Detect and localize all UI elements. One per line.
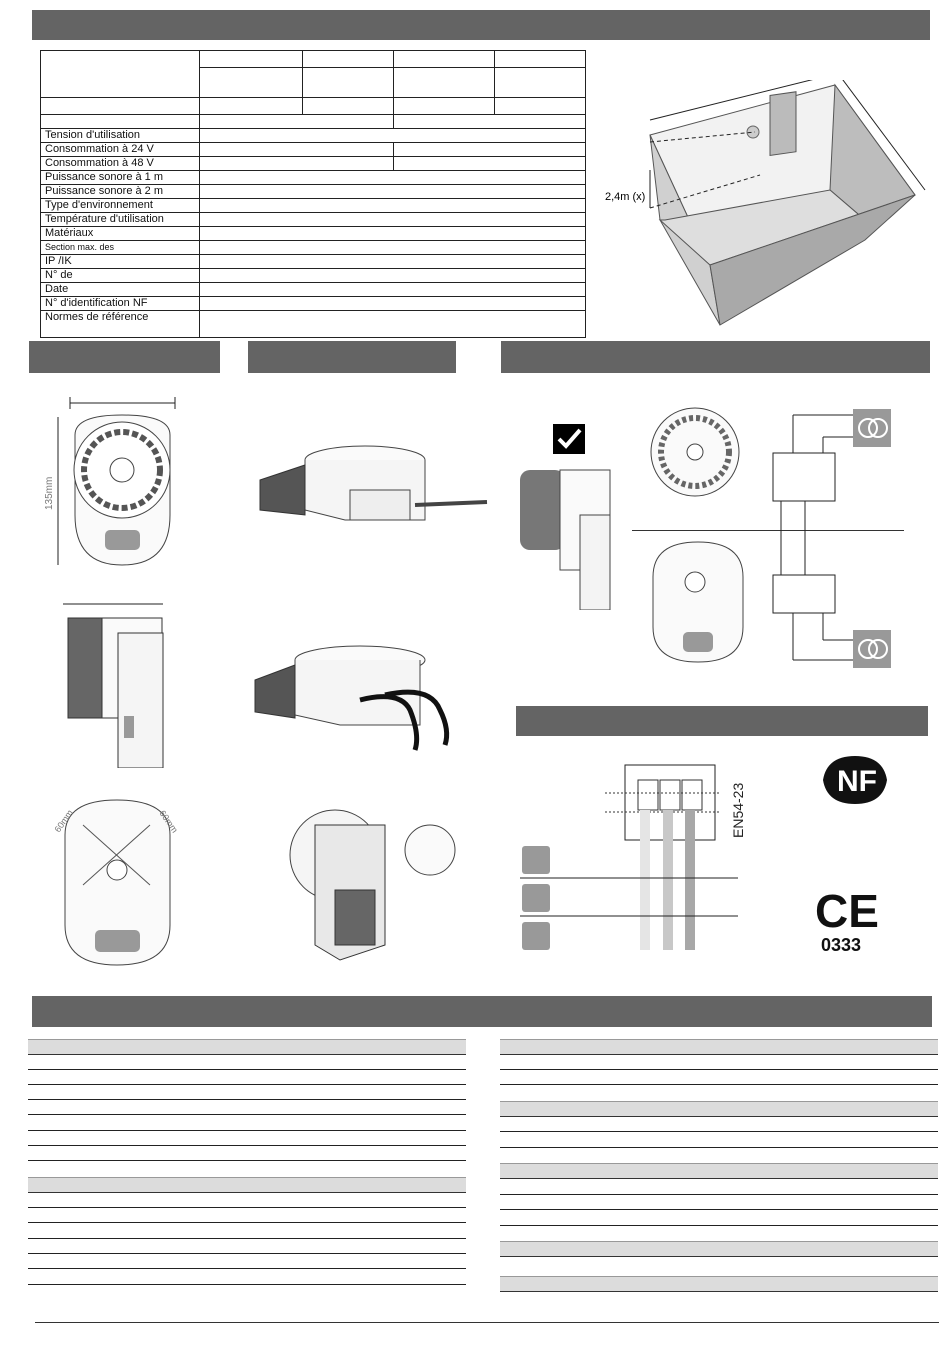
beacon-front-drawing xyxy=(650,407,740,497)
footer-rule xyxy=(35,1322,939,1323)
dip-switch-diagram: EN54-23 xyxy=(520,764,746,950)
height-dimension-label: 135mm xyxy=(44,477,55,510)
section-bar-dimensions xyxy=(29,341,220,373)
ce-mark-text: CE xyxy=(815,885,879,937)
section-bar-configuration xyxy=(516,706,928,736)
table-row-rule xyxy=(28,1207,466,1208)
checkmark-icon xyxy=(553,424,585,454)
beacon-back-drawing xyxy=(652,541,744,663)
table-row-rule xyxy=(28,1268,466,1269)
bottom-right-group-header xyxy=(500,1163,938,1179)
spec-row: Type d'environnement xyxy=(40,198,587,213)
spec-row-label: Température d'utilisation xyxy=(40,212,200,227)
spec-row: Normes de référence xyxy=(40,310,587,338)
table-row-rule xyxy=(28,1160,466,1161)
table-row-rule xyxy=(500,1069,938,1070)
ce-logo: CE 0333 xyxy=(815,885,879,955)
spec-row: Puissance sonore à 2 m xyxy=(40,184,587,199)
spec-row: Consommation à 48 V xyxy=(40,156,587,171)
table-row-rule xyxy=(28,1145,466,1146)
room-height-label: 2,4m (x) xyxy=(605,191,645,203)
back-view-drawing: 60mm 60mm xyxy=(52,799,180,966)
table-row-rule xyxy=(28,1114,466,1115)
terminal-diagram xyxy=(772,409,891,668)
wall-side-drawing xyxy=(520,469,611,610)
table-row-rule xyxy=(28,1084,466,1085)
mounting-step-1-drawing xyxy=(259,445,488,521)
bottom-right-group-header xyxy=(500,1039,938,1055)
section-bar-wiring xyxy=(501,341,930,373)
spec-row: Tension d'utilisation xyxy=(40,128,587,143)
spec-row-label: Consommation à 48 V xyxy=(40,156,200,171)
spec-row-label: Consommation à 24 V xyxy=(40,142,200,157)
table-row-rule xyxy=(500,1147,938,1148)
spec-row-label: Type d'environnement xyxy=(40,198,200,213)
header-bar-top xyxy=(32,10,930,40)
bottom-right-group-header xyxy=(500,1276,938,1292)
section-bar-mounting xyxy=(248,341,456,373)
bottom-right-group-header xyxy=(500,1241,938,1257)
spec-row: Matériaux xyxy=(40,226,587,241)
bottom-left-group-header xyxy=(28,1177,466,1193)
table-row-rule xyxy=(28,1253,466,1254)
table-row-rule xyxy=(28,1284,466,1285)
spec-row: Puissance sonore à 1 m xyxy=(40,170,587,185)
spec-row: Date xyxy=(40,282,587,297)
table-row-rule xyxy=(500,1084,938,1085)
spec-row: N° d'identification NF xyxy=(40,296,587,311)
table-row-rule xyxy=(28,1130,466,1131)
bottom-right-group-header xyxy=(500,1101,938,1117)
table-row-rule xyxy=(28,1222,466,1223)
spec-header-row xyxy=(40,49,586,98)
spec-row: Consommation à 24 V xyxy=(40,142,587,157)
spec-row-label: N° d'identification NF xyxy=(40,296,200,311)
room-diagram: 2,4m (x) xyxy=(605,80,926,326)
side-view-drawing xyxy=(63,603,164,768)
spec-row: N° de xyxy=(40,268,587,283)
table-row-rule xyxy=(28,1099,466,1100)
table-row-rule xyxy=(500,1131,938,1132)
section-bar-bottom xyxy=(32,996,932,1027)
table-row-rule xyxy=(500,1209,938,1210)
table-row-rule xyxy=(28,1238,466,1239)
mounting-step-3-drawing xyxy=(289,809,456,961)
spec-row-label: Tension d'utilisation xyxy=(40,128,200,143)
nf-mark-text: NF xyxy=(837,765,877,798)
spec-row-label: N° de xyxy=(40,268,200,283)
spec-row-label: Section max. des xyxy=(40,240,200,255)
table-row-rule xyxy=(500,1225,938,1226)
spec-row: IP /IK xyxy=(40,254,587,269)
spec-row-label: Normes de référence xyxy=(40,310,200,338)
table-row-rule xyxy=(500,1194,938,1195)
nf-logo: NF xyxy=(823,756,887,804)
ce-number-text: 0333 xyxy=(821,935,861,955)
table-row-rule xyxy=(28,1069,466,1070)
bottom-left-group-header xyxy=(28,1039,466,1055)
spec-row-label: Puissance sonore à 1 m xyxy=(40,170,200,185)
wiring-divider xyxy=(632,530,904,531)
spec-row: Température d'utilisation xyxy=(40,212,587,227)
mounting-step-2-drawing xyxy=(254,645,450,751)
spec-row-label: IP /IK xyxy=(40,254,200,269)
spec-row: Section max. des xyxy=(40,240,587,255)
spec-row-label: Puissance sonore à 2 m xyxy=(40,184,200,199)
spec-row-label: Matériaux xyxy=(40,226,200,241)
front-view-drawing: 135mm xyxy=(44,397,176,566)
spec-row-label: Date xyxy=(40,282,200,297)
standard-label: EN54-23 xyxy=(730,783,746,838)
